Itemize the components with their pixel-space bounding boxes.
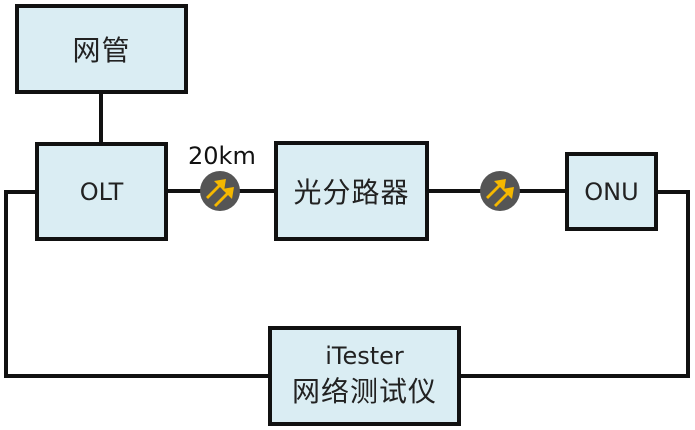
link-onu-tester	[460, 190, 690, 378]
node-splitter-label: 光分路器	[293, 176, 410, 209]
node-olt: OLT	[35, 142, 168, 241]
node-tester-label-line1: iTester	[325, 342, 404, 370]
node-nms-label: 网管	[72, 34, 131, 67]
node-nms: 网管	[15, 4, 188, 94]
distance-label: 20km	[188, 142, 256, 170]
fiber-connector-icon	[480, 171, 520, 211]
node-olt-label: OLT	[79, 177, 124, 206]
fiber-connector-icon	[200, 171, 240, 211]
node-onu-label: ONU	[584, 177, 639, 206]
node-tester: iTester 网络测试仪	[268, 326, 461, 426]
node-tester-label-line2: 网络测试仪	[291, 375, 437, 408]
node-splitter: 光分路器	[274, 141, 429, 241]
link-olt-tester	[4, 190, 269, 378]
node-onu: ONU	[565, 152, 658, 231]
